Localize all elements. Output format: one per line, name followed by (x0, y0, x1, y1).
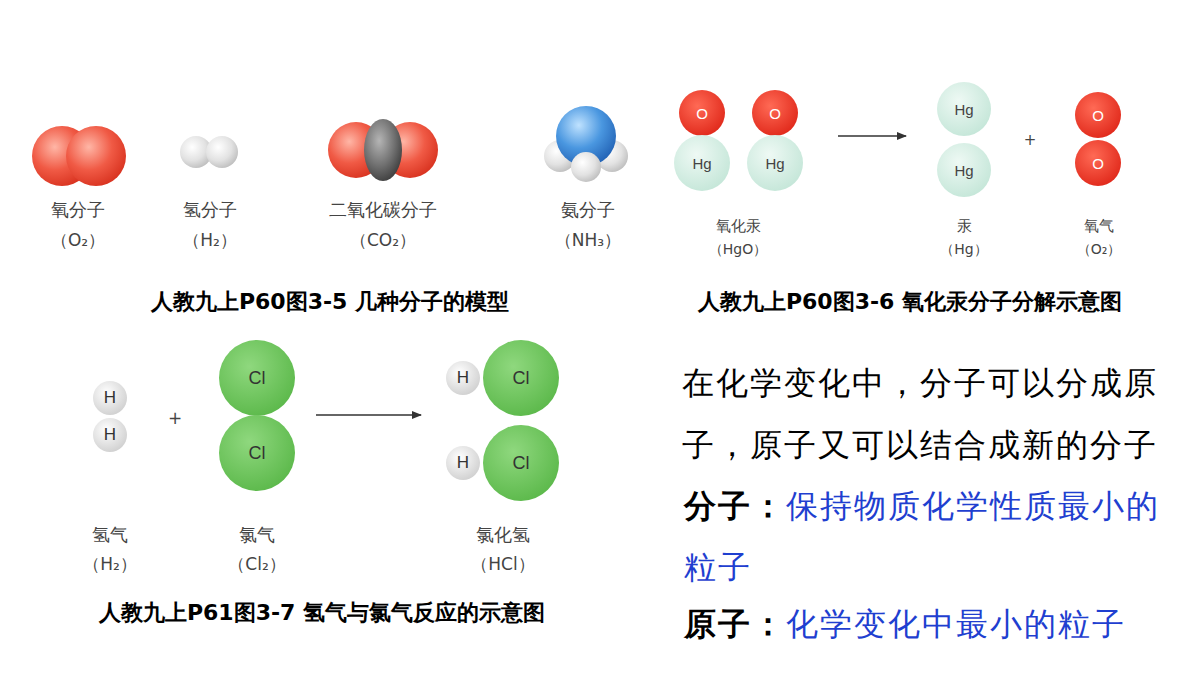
atom-symbol: Cl (483, 340, 559, 416)
atom-symbol: H (446, 446, 480, 480)
figure-caption: 人教九上P60图3-6 氧化汞分子分解示意图 (698, 287, 1122, 317)
atom-circle: Cl (219, 415, 295, 491)
atom-symbol: Hg (674, 135, 730, 191)
substance-name: 汞 (957, 217, 972, 236)
atom-circle: Cl (483, 340, 559, 416)
figure-caption: 人教九上P60图3-5 几种分子的模型 (151, 287, 509, 317)
atom-symbol: H (446, 361, 480, 395)
ammonia-molecule-model (544, 106, 628, 182)
formula: （O₂） (51, 229, 105, 252)
atom-symbol: Hg (937, 143, 991, 197)
molecule-name: 氢分子 (183, 198, 237, 222)
formula: （HCl） (471, 553, 534, 576)
atom-circle: H (446, 446, 480, 480)
atom-circle: O (679, 90, 725, 136)
atom-symbol: H (93, 418, 127, 452)
definition-block: 分子：保持物质化学性质最小的粒子 (684, 476, 1164, 598)
atom-circle: Cl (219, 340, 295, 416)
definition-block: 原子：化学变化中最小的粒子 (684, 594, 1164, 655)
reaction-arrow (316, 414, 421, 415)
formula: （H₂） (183, 229, 237, 252)
formula: （Hg） (940, 241, 987, 259)
carbon-dioxide-molecule-model (328, 119, 438, 181)
atom-circle: H (93, 418, 127, 452)
plus-sign: + (1024, 131, 1037, 149)
atom-symbol: O (752, 90, 798, 136)
atom-circle: Hg (937, 143, 991, 197)
definition-term: 分子： (684, 487, 786, 525)
formula: （O₂） (1077, 241, 1122, 259)
atom-symbol: Hg (937, 82, 991, 136)
substance-name: 氧化汞 (716, 217, 761, 236)
plus-sign: + (168, 408, 182, 428)
formula: （Cl₂） (228, 553, 285, 576)
atom-circle: H (93, 381, 127, 415)
atom-symbol: O (1075, 140, 1121, 186)
formula: （H₂） (83, 553, 137, 576)
statement-text: 在化学变化中，分子可以分成原子，原子又可以结合成新的分子 (682, 352, 1182, 476)
substance-name: 氢气 (92, 523, 128, 547)
atom-circle: Hg (937, 82, 991, 136)
atom-symbol: Cl (483, 425, 559, 501)
oxygen-molecule-model (32, 126, 126, 186)
formula: （CO₂） (350, 229, 416, 252)
atom-symbol: O (679, 90, 725, 136)
molecule-name: 氨分子 (561, 198, 615, 222)
atom-circle: O (752, 90, 798, 136)
substance-name: 氯化氢 (476, 523, 530, 547)
definition-text: 化学变化中最小的粒子 (786, 605, 1126, 643)
molecule-name: 二氧化碳分子 (329, 198, 437, 222)
atom-symbol: Hg (747, 135, 803, 191)
atom-circle: Hg (747, 135, 803, 191)
definition-term: 原子： (684, 605, 786, 643)
atom-symbol: Cl (219, 415, 295, 491)
molecule-name: 氧分子 (51, 198, 105, 222)
reaction-arrow (838, 135, 906, 136)
formula: （NH₃） (555, 229, 621, 252)
atom-circle: Cl (483, 425, 559, 501)
atom-circle: O (1075, 140, 1121, 186)
atom-symbol: H (93, 381, 127, 415)
atom-circle: Hg (674, 135, 730, 191)
atom-symbol: Cl (219, 340, 295, 416)
substance-name: 氯气 (239, 523, 275, 547)
atom-circle: H (446, 361, 480, 395)
hydrogen-molecule-model (180, 136, 238, 168)
substance-name: 氧气 (1084, 217, 1114, 236)
atom-symbol: O (1075, 92, 1121, 138)
atom-circle: O (1075, 92, 1121, 138)
formula: （HgO） (709, 241, 767, 259)
figure-caption: 人教九上P61图3-7 氢气与氯气反应的示意图 (99, 598, 545, 628)
